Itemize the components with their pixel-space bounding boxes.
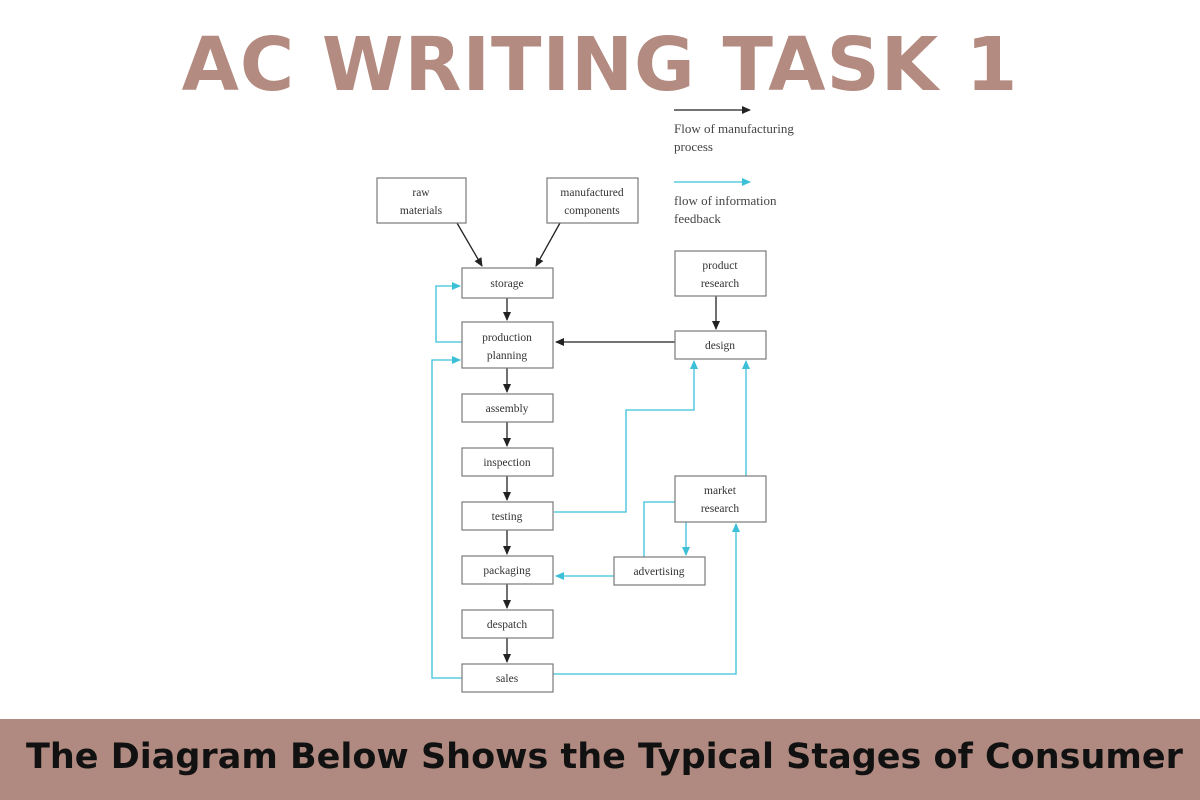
arrow-raw-to-storage bbox=[456, 222, 483, 267]
information-feedback bbox=[431, 282, 750, 679]
node-production-planning: production planning bbox=[461, 321, 554, 369]
caption-text: The Diagram Below Shows the Typical Stag… bbox=[26, 737, 1183, 777]
node-design: design bbox=[674, 330, 767, 360]
node-assembly-label: assembly bbox=[486, 403, 529, 415]
feedback-sales-to-planning bbox=[431, 356, 462, 679]
node-despatch-label: despatch bbox=[487, 619, 527, 631]
node-product-research-line-2: research bbox=[701, 278, 740, 290]
node-sales: sales bbox=[461, 663, 554, 693]
node-inspection-label: inspection bbox=[483, 457, 531, 469]
node-advertising: advertising bbox=[613, 556, 706, 586]
node-raw-materials-line-2: materials bbox=[400, 205, 443, 217]
node-storage-label: storage bbox=[490, 278, 523, 290]
feedback-testing-to-design bbox=[554, 360, 698, 513]
node-testing: testing bbox=[461, 501, 554, 531]
legend: Flow of manufacturing process flow of in… bbox=[674, 106, 794, 226]
node-market-research-line-2: research bbox=[701, 503, 740, 515]
feedback-planning-to-storage bbox=[435, 282, 462, 343]
node-product-research: product research bbox=[674, 250, 767, 297]
node-despatch: despatch bbox=[461, 609, 554, 639]
node-market-research-line-1: market bbox=[704, 485, 737, 497]
node-sales-label: sales bbox=[496, 673, 519, 685]
node-manufactured-components-line-1: manufactured bbox=[560, 187, 623, 199]
node-raw-materials: raw materials bbox=[376, 177, 467, 224]
manufacturing-flow bbox=[456, 222, 720, 663]
feedback-market-research-to-packaging bbox=[555, 501, 675, 580]
arrow-components-to-storage bbox=[535, 222, 561, 267]
flow-diagram: Flow of manufacturing process flow of in… bbox=[376, 106, 794, 693]
legend-manufacturing-label-2: process bbox=[674, 139, 713, 154]
node-manufactured-components: manufactured components bbox=[546, 177, 639, 224]
feedback-sales-to-market-research bbox=[553, 523, 740, 675]
node-market-research: market research bbox=[674, 475, 767, 523]
node-production-planning-line-1: production bbox=[482, 332, 532, 344]
node-packaging: packaging bbox=[461, 555, 554, 585]
node-product-research-line-1: product bbox=[702, 260, 738, 272]
node-production-planning-line-2: planning bbox=[487, 350, 527, 362]
node-design-label: design bbox=[705, 340, 735, 352]
node-packaging-label: packaging bbox=[483, 565, 531, 577]
node-advertising-label: advertising bbox=[633, 566, 684, 578]
node-inspection: inspection bbox=[461, 447, 554, 477]
node-assembly: assembly bbox=[461, 393, 554, 423]
node-testing-label: testing bbox=[492, 511, 523, 523]
page-title: AC WRITING TASK 1 bbox=[181, 22, 1019, 108]
node-raw-materials-line-1: raw bbox=[412, 187, 430, 199]
legend-information-label-1: flow of information bbox=[674, 193, 777, 208]
node-manufactured-components-line-2: components bbox=[564, 205, 620, 217]
legend-manufacturing-label-1: Flow of manufacturing bbox=[674, 121, 794, 136]
caption-banner: The Diagram Below Shows the Typical Stag… bbox=[0, 719, 1200, 800]
node-storage: storage bbox=[461, 267, 554, 299]
legend-information-label-2: feedback bbox=[674, 211, 721, 226]
